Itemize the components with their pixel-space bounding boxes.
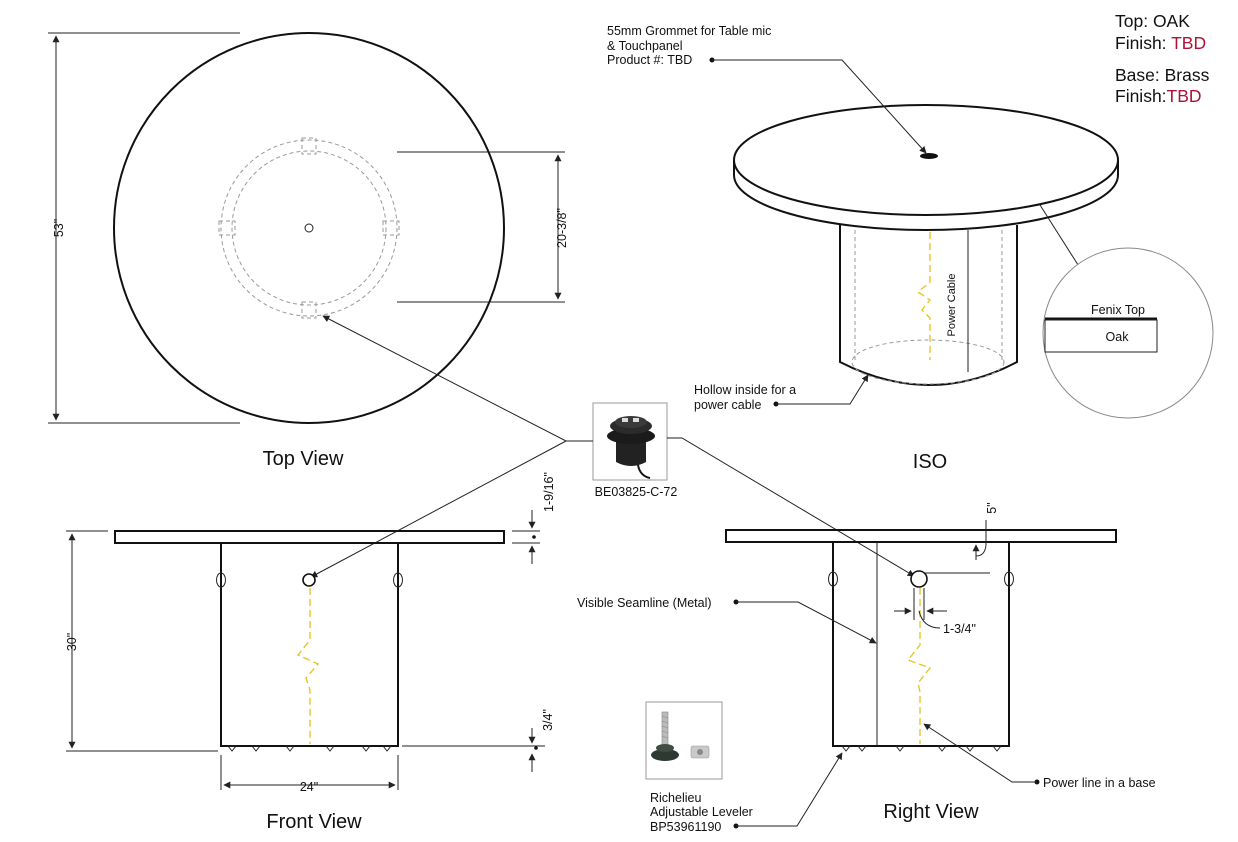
base-diameter-dimension: 20-3/8" xyxy=(555,208,569,248)
base-finish-label: Finish: xyxy=(1115,86,1167,106)
hollow-callout: Hollow inside for a power cable xyxy=(694,374,869,412)
leveler-callout-line3: BP53961190 xyxy=(650,820,721,834)
height-dimension: 30" xyxy=(65,633,79,651)
grommet-callout-line2: & Touchpanel xyxy=(607,39,683,53)
grommet-size-dimension: 1-3/4" xyxy=(943,622,976,636)
top-view-title: Top View xyxy=(263,448,344,470)
iso-base-cylinder xyxy=(839,225,1018,386)
power-cable-label: Power Cable xyxy=(946,274,958,337)
iso-tabletop-edge xyxy=(733,160,1119,231)
top-material: Top: OAK xyxy=(1115,11,1190,31)
iso-base-hollow-bottom xyxy=(851,339,1005,385)
front-levelers xyxy=(226,745,393,752)
leveler-callout-line2: Adjustable Leveler xyxy=(650,805,753,819)
iso-power-cable xyxy=(916,232,931,360)
tabletop-outline xyxy=(113,32,505,424)
front-power-cable xyxy=(296,588,320,744)
iso-tabletop xyxy=(733,104,1119,216)
right-power-cable xyxy=(906,588,932,744)
material-spec: Top: OAK Finish: TBD Base: Brass Finish:… xyxy=(1115,11,1210,106)
grommet-callout-line3: Product #: TBD xyxy=(607,53,692,67)
front-base xyxy=(220,542,399,747)
leveler-callout-line1: Richelieu xyxy=(650,791,701,805)
right-view: 5" 1-3/4" Right View xyxy=(725,502,1117,823)
base-width-dimension: 24" xyxy=(300,780,318,794)
leveler-product-frame xyxy=(645,701,723,780)
diameter-dimension: 53" xyxy=(52,219,66,237)
power-line-label: Power line in a base xyxy=(1043,776,1156,790)
top-grommet-hole xyxy=(304,223,314,233)
iso-view: Power Cable ISO xyxy=(733,104,1119,473)
base-inner-hidden-line xyxy=(231,150,387,306)
leveler-product: Richelieu Adjustable Leveler BP53961190 xyxy=(645,701,843,834)
base-finish-value: TBD xyxy=(1167,86,1202,106)
grommet-offset-dimension: 5" xyxy=(985,502,999,513)
svg-text:Finish:TBD: Finish:TBD xyxy=(1115,86,1202,106)
base-tabs xyxy=(218,137,400,319)
right-levelers xyxy=(840,745,1003,752)
seamline-label: Visible Seamline (Metal) xyxy=(577,596,712,610)
detail-circle xyxy=(1042,247,1214,419)
right-base xyxy=(832,541,1010,747)
svg-text:Finish: TBD: Finish: TBD xyxy=(1115,33,1206,53)
oak-layer xyxy=(1044,319,1158,353)
right-grommet xyxy=(910,570,928,588)
hollow-callout-line1: Hollow inside for a xyxy=(694,383,796,397)
right-tabletop xyxy=(725,529,1117,543)
right-view-title: Right View xyxy=(883,801,979,823)
base-outer-hidden-line xyxy=(220,139,398,317)
iso-grommet-hole xyxy=(920,153,938,159)
grommet-product: BE03825-C-72 xyxy=(310,315,915,578)
grommet-product-code: BE03825-C-72 xyxy=(595,485,678,499)
seamline-callout: Visible Seamline (Metal) xyxy=(577,596,877,644)
iso-view-title: ISO xyxy=(913,451,947,473)
top-finish-value: TBD xyxy=(1171,33,1206,53)
front-view: 30" 24" 1-9/16" 3/4" Front View xyxy=(65,472,556,833)
hollow-callout-line2: power cable xyxy=(694,398,761,412)
oak-label: Oak xyxy=(1106,330,1130,344)
top-finish-label: Finish: xyxy=(1115,33,1167,53)
grommet-callout-line1: 55mm Grommet for Table mic xyxy=(607,24,771,38)
leveler-gap-dimension: 3/4" xyxy=(541,709,555,731)
grommet-callout: 55mm Grommet for Table mic & Touchpanel … xyxy=(607,24,927,154)
front-tabletop xyxy=(114,530,505,544)
front-view-title: Front View xyxy=(266,811,362,833)
edge-detail: Fenix Top Oak xyxy=(1039,204,1214,419)
top-thickness-dimension: 1-9/16" xyxy=(542,472,556,512)
leveler-image xyxy=(651,711,710,761)
top-view: 53" 20-3/8" Top View xyxy=(48,32,569,470)
base-material: Base: Brass xyxy=(1115,65,1210,85)
grommet-image xyxy=(607,416,655,479)
fenix-top-label: Fenix Top xyxy=(1091,303,1145,317)
power-line-callout: Power line in a base xyxy=(923,723,1156,790)
front-grommet xyxy=(302,573,316,587)
